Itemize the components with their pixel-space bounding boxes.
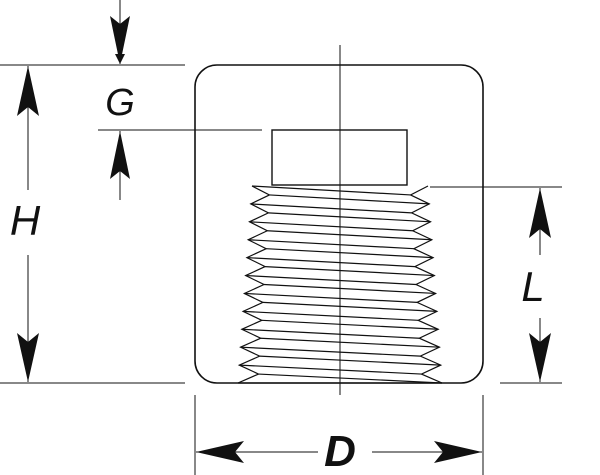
label-l: L	[521, 263, 544, 310]
label-h: H	[10, 197, 41, 244]
thread-line	[268, 212, 431, 223]
g-arrowhead-top	[110, 16, 130, 64]
plug-body-outline	[194, 64, 484, 384]
g-arrowhead-bottom	[110, 131, 130, 179]
thread-line	[239, 364, 422, 375]
thread-line	[259, 355, 441, 366]
thread-line	[250, 203, 412, 214]
thread-line	[244, 292, 418, 304]
thread-line	[262, 301, 437, 312]
thread-line	[240, 346, 421, 357]
thread-line	[249, 221, 413, 232]
thread-line	[266, 248, 434, 259]
d-arrowhead-left	[196, 441, 244, 463]
thread-line	[258, 373, 443, 384]
thread-line	[245, 274, 417, 286]
l-arrowhead-top	[529, 188, 551, 238]
thread-line	[267, 230, 432, 241]
thread-line	[246, 257, 415, 268]
l-arrowhead-bottom	[529, 333, 551, 382]
thread-line	[241, 328, 420, 339]
thread-profile	[237, 185, 443, 384]
thread-line	[265, 265, 435, 277]
thread-line	[251, 185, 411, 196]
thread-line	[263, 283, 436, 295]
thread-line	[260, 337, 440, 348]
thread-line	[269, 194, 430, 205]
label-g: G	[105, 82, 135, 124]
thread-line	[261, 319, 439, 330]
label-d: D	[324, 427, 356, 475]
thread-line	[243, 310, 419, 321]
h-arrowhead-bottom	[17, 333, 39, 382]
h-arrowhead-top	[17, 66, 39, 116]
thread-line	[248, 239, 414, 250]
d-arrowhead-right	[434, 441, 482, 463]
